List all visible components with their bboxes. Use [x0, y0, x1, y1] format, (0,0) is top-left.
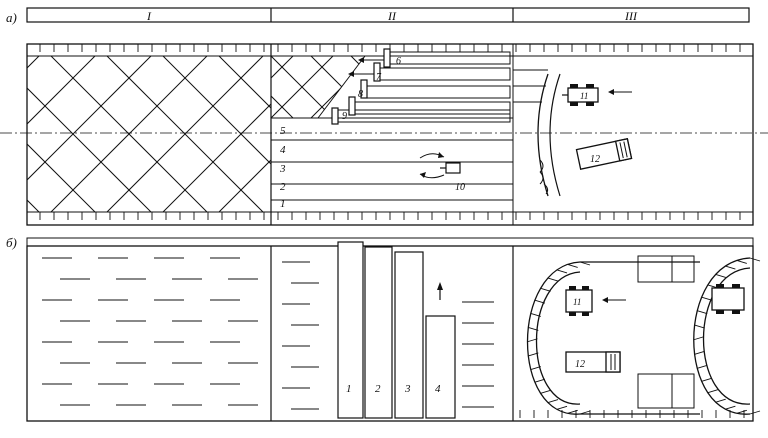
machine-number-7: 7 — [376, 72, 382, 83]
paver-machines — [331, 48, 511, 125]
strip-number-5: 5 — [280, 125, 286, 137]
edge-ticks-a — [39, 44, 741, 220]
zone3-arc — [513, 69, 561, 197]
zone-label-1: I — [146, 9, 152, 23]
machine-number-9: 9 — [342, 111, 347, 122]
zone-header: I II III — [26, 7, 750, 23]
machine-number-6: 6 — [396, 56, 401, 67]
zone-label-3: III — [624, 9, 638, 23]
tractor-number-11-a: 11 — [580, 91, 588, 101]
machine-number-8: 8 — [358, 89, 363, 100]
zone2-strip-lines — [271, 117, 513, 201]
tractor-right-b — [711, 284, 745, 314]
strip-number-4: 4 — [280, 144, 286, 156]
zone-label-2: II — [387, 9, 397, 23]
strip-number-3: 3 — [279, 163, 286, 175]
zone3-arches-b — [526, 255, 761, 415]
tractor-11-b — [565, 286, 626, 316]
strip-number-b-4: 4 — [435, 383, 441, 395]
truck-number-12-a: 12 — [590, 154, 600, 165]
tractor-number-11-b: 11 — [573, 297, 581, 307]
truck-number-12-b: 12 — [575, 359, 585, 370]
truck-12-b — [565, 351, 621, 373]
strip-number-b-1: 1 — [346, 383, 352, 395]
edge-ticks-b — [519, 410, 745, 418]
part-a-plan: 5 4 3 2 1 6 7 8 9 — [0, 43, 768, 226]
truck-12-a — [575, 138, 633, 170]
tractor-11-a — [562, 84, 632, 106]
strip-number-1: 1 — [280, 198, 286, 210]
strip-number-b-2: 2 — [375, 383, 381, 395]
concrete-strips — [337, 241, 456, 419]
part-a-label: а) — [6, 10, 17, 25]
zone2-partial-grid — [271, 55, 366, 119]
small-machine-10 — [419, 152, 461, 179]
part-b-label: б) — [6, 235, 17, 250]
machine-number-10: 10 — [455, 182, 465, 193]
strip-number-b-3: 3 — [404, 383, 411, 395]
strip-number-2: 2 — [280, 181, 286, 193]
part-b-plan: 1 2 3 4 11 — [26, 237, 761, 422]
zone1-surface-dashes — [42, 257, 494, 410]
zone1-diagonal-grid — [27, 56, 271, 212]
